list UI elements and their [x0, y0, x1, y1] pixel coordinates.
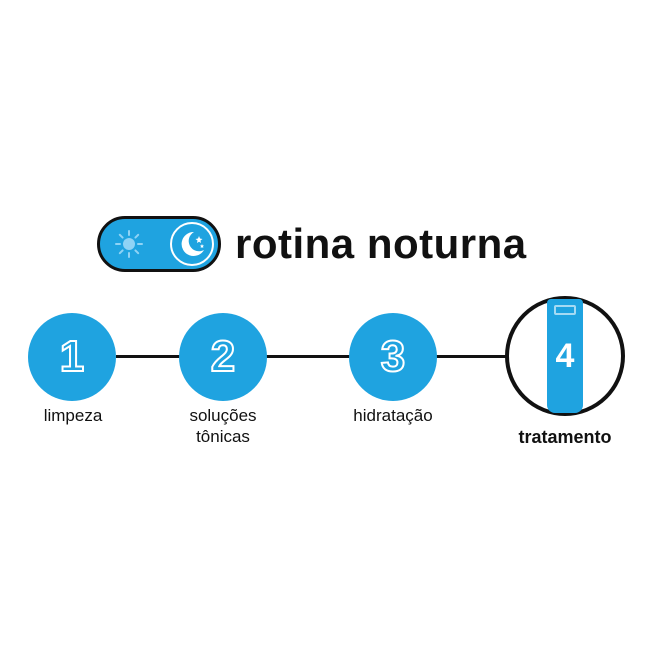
step-1-circle: 1 [28, 313, 116, 401]
step-number: 4 [555, 337, 575, 375]
step-4-label: tratamento [518, 427, 612, 447]
step-2-label: soluções tônicas [168, 405, 278, 448]
step-2-label-line1: soluções [189, 406, 257, 425]
bottle-cap-icon [554, 305, 576, 315]
connector-line [116, 355, 182, 358]
connector-line [436, 355, 508, 358]
product-bottle-icon: 4 [547, 299, 583, 413]
connector-line [266, 355, 352, 358]
sun-icon [115, 230, 143, 258]
header: rotina noturna [97, 214, 527, 274]
step-2-circle: 2 [179, 313, 267, 401]
toggle-knob[interactable] [170, 222, 214, 266]
day-night-toggle[interactable] [97, 216, 221, 272]
step-1-label: limpeza [43, 406, 103, 425]
step-3-circle: 3 [349, 313, 437, 401]
step-number: 2 [210, 332, 237, 381]
step-number: 1 [59, 332, 86, 381]
step-2-label-line2: tônicas [196, 427, 250, 447]
moon-stars-icon [181, 231, 204, 256]
step-number: 3 [380, 332, 407, 381]
page-title: rotina noturna [235, 220, 527, 267]
step-3-label: hidratação [353, 406, 433, 425]
